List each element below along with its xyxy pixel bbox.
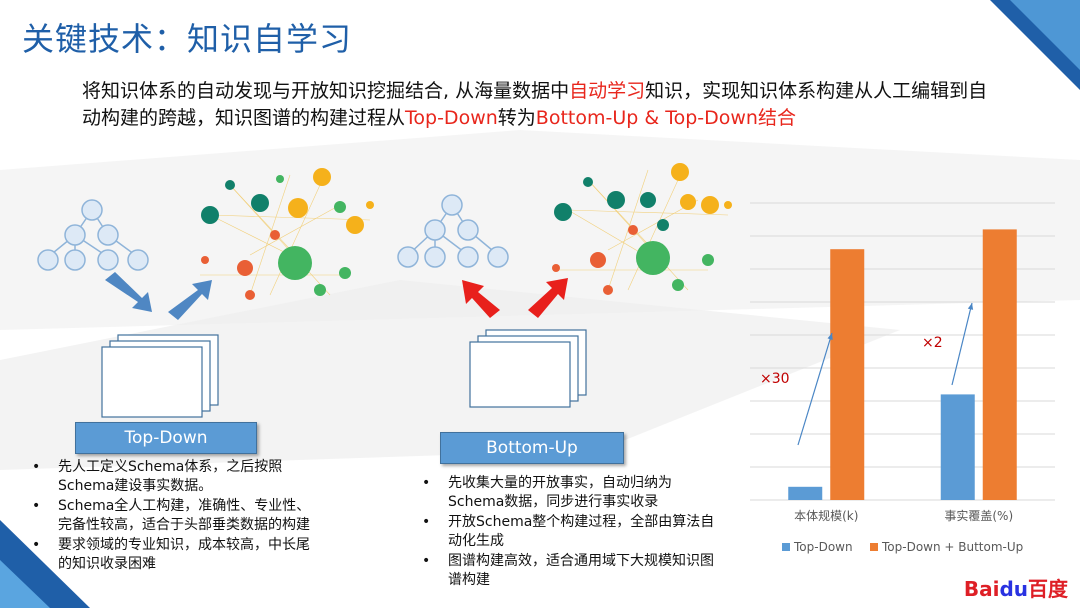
bar-combined: [830, 249, 865, 500]
bar-combined: [982, 229, 1017, 500]
bar-top-down: [940, 394, 975, 500]
intro-part2: 知识，实现知识体系构建从人工编辑到自动构建的跨越，知识图谱的构建过程从: [82, 80, 988, 129]
top-down-bullets: 先人工定义Schema体系，之后按照Schema建设事实数据。 Schema全人…: [32, 458, 322, 575]
tree-icon: [397, 194, 509, 268]
arrow-down-right-icon: [105, 272, 152, 312]
arrowhead-icon: [827, 333, 833, 340]
top-down-diagram: [37, 199, 219, 418]
knowledge-graph-left: [200, 168, 374, 300]
logo-text-bai: Bai: [963, 577, 1000, 601]
list-item: 先人工定义Schema体系，之后按照Schema建设事实数据。: [32, 458, 322, 496]
arrow-up-left-icon: [462, 280, 500, 318]
bar-top-down: [788, 486, 823, 500]
intro-part3: 转为: [497, 107, 536, 129]
intro-part1: 将知识体系的自动发现与开放知识挖掘结合, 从海量数据中: [82, 80, 570, 102]
document-stack-icon: [101, 334, 219, 418]
legend-swatch: [782, 543, 790, 551]
knowledge-graph-right: [552, 163, 732, 295]
intro-highlight3: Bottom-Up & Top-Down结合: [535, 107, 796, 129]
baidu-logo: Baidu百度: [964, 573, 1068, 602]
corner-decoration-light: [1010, 0, 1080, 70]
list-item: 要求领域的专业知识，成本较高，中长尾的知识收录困难: [32, 536, 322, 574]
intro-highlight1: 自动学习: [569, 80, 646, 102]
list-item: Schema全人工构建，准确性、专业性、完备性较高，适合于头部垂类数据的构建: [32, 497, 322, 535]
bottom-up-diagram: [397, 194, 587, 408]
logo-text-du: du: [999, 577, 1028, 601]
legend-label: Top-Down + Buttom-Up: [881, 540, 1023, 554]
top-down-label: Top-Down: [75, 422, 257, 454]
intro-highlight2: Top-Down: [405, 107, 498, 129]
arrow-up-right-icon: [528, 278, 568, 318]
arrowhead-icon: [967, 303, 974, 310]
intro-text: 将知识体系的自动发现与开放知识挖掘结合, 从海量数据中自动学习知识，实现知识体系…: [82, 78, 1002, 132]
x-tick-label: 本体规模(k): [794, 508, 858, 523]
annotation-arrow: [951, 302, 973, 386]
list-item: 开放Schema整个构建过程，全部由算法自动化生成: [422, 513, 717, 551]
tree-icon: [37, 199, 149, 271]
arrow-up-right-icon: [168, 280, 212, 320]
bottom-up-bullets: 先收集大量的开放事实，自动归纳为Schema数据，同步进行事实收录 开放Sche…: [422, 474, 717, 591]
bottom-up-label: Bottom-Up: [440, 432, 624, 464]
legend-label: Top-Down: [793, 540, 853, 554]
document-stack-icon: [469, 329, 587, 408]
legend-swatch: [870, 543, 878, 551]
list-item: 图谱构建高效，适合通用域下大规模知识图谱构建: [422, 552, 717, 590]
annotation-label: ×2: [922, 335, 943, 351]
logo-text-baidu: 百度: [1028, 577, 1068, 601]
list-item: 先收集大量的开放事实，自动归纳为Schema数据，同步进行事实收录: [422, 474, 717, 512]
annotation-arrow: [797, 332, 833, 446]
annotation-label: ×30: [760, 371, 790, 387]
slide-title: 关键技术：知识自学习: [22, 20, 353, 58]
x-tick-label: 事实覆盖(%): [944, 508, 1013, 523]
